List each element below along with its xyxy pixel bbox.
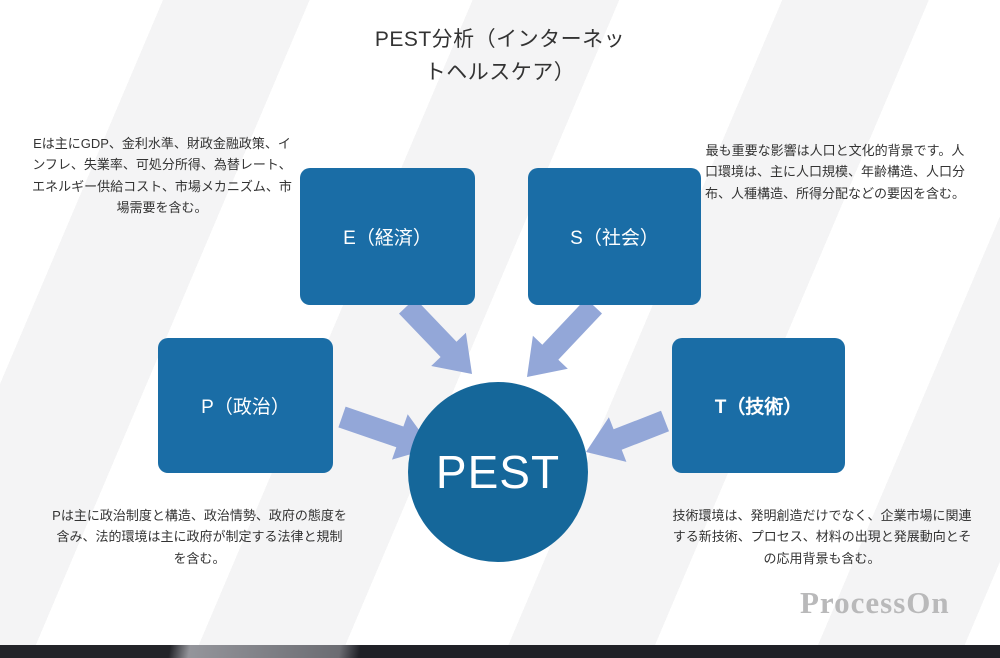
node-s-society: S（社会） [528,168,701,305]
diagram-title: PEST分析（インターネッ トヘルスケア） [0,24,1000,89]
note-technology: 技術環境は、発明創造だけでなく、企業市場に関連する新技術、プロセス、材料の出現と… [672,508,972,566]
note-economy: Eは主にGDP、金利水準、財政金融政策、インフレ、失業率、可処分所得、為替レート… [32,136,292,216]
node-p-politics: P（政治） [158,338,333,473]
arrow-s-to-center [527,298,602,377]
node-e-economy: E（経済） [300,168,475,305]
processon-watermark: ProcessOn [800,585,950,620]
node-t-technology: T（技術） [672,338,845,473]
diagram-title-line2: トヘルスケア） [424,60,576,84]
node-e-label: E（経済） [343,228,432,249]
node-p-label: P（政治） [201,397,290,418]
node-t-label: T（技術） [714,397,803,418]
arrow-t-to-center [586,410,669,462]
arrow-e-to-center [399,298,472,374]
diagram-title-line1: PEST分析（インターネッ [374,28,626,51]
pest-center-circle: PEST [408,382,588,562]
note-politics: Pは主に政治制度と構造、政治情勢、政府の態度を含み、法的環境は主に政府が制定する… [52,508,347,566]
pest-center-label: PEST [435,446,561,498]
note-society: 最も重要な影響は人口と文化的背景です。人口環境は、主に人口規模、年齢構造、人口分… [704,143,965,201]
bottom-decorative-bar [0,645,1000,658]
node-s-label: S（社会） [570,228,659,249]
